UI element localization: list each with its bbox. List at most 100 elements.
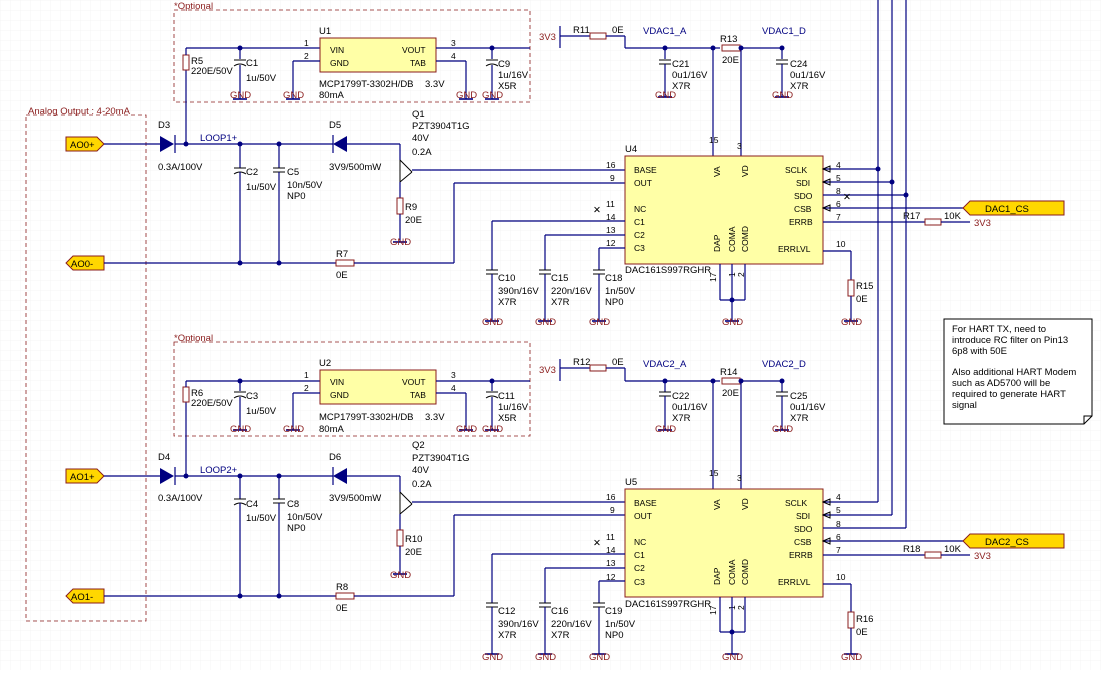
- c21-value: 0u1/16V: [672, 70, 708, 81]
- d3-value: 0.3A/100V: [158, 162, 203, 173]
- c24-ref: C24: [790, 59, 807, 70]
- d5-ref: D5: [329, 120, 341, 131]
- port-ao1-plus-label: AO1+: [70, 472, 95, 483]
- u5-pin-sclk: SCLK: [785, 498, 808, 508]
- r10-ref: R10: [405, 534, 422, 545]
- port-ao0-plus-label: AO0+: [70, 140, 95, 151]
- c1-value: 1u/50V: [246, 73, 277, 84]
- gnd-c15: GND: [535, 317, 556, 328]
- u5-n12: 12: [606, 572, 616, 582]
- u4-n7: 7: [836, 212, 841, 222]
- port-ao0-plus[interactable]: [65, 136, 105, 152]
- c19-dielectric: NP0: [605, 630, 623, 641]
- gnd-c12: GND: [482, 652, 503, 663]
- u4-pin-sdo: SDO: [794, 191, 813, 201]
- u5-pin-out: OUT: [634, 511, 652, 521]
- gnd-c11: GND: [482, 424, 503, 435]
- u4-n17: 17: [708, 272, 718, 282]
- c16-ref: C16: [551, 606, 568, 617]
- r16-ref: R16: [856, 614, 873, 625]
- u5-n7: 7: [836, 545, 841, 555]
- gnd-u4: GND: [722, 317, 743, 328]
- gnd-c19: GND: [589, 652, 610, 663]
- u1-vout: 3.3V: [425, 79, 445, 90]
- regulator-u1: [319, 37, 437, 73]
- port-dac2-cs[interactable]: [962, 533, 1065, 549]
- gnd-u1: GND: [283, 90, 304, 101]
- port-dac1-cs-label: DAC1_CS: [985, 204, 1029, 215]
- u4-sdo-no-connect: ✕: [843, 192, 851, 203]
- c25-dielectric: X7R: [790, 413, 809, 424]
- r7-ref: R7: [336, 249, 348, 260]
- u5-pin-comd: COMD: [740, 559, 750, 585]
- u1-pin-vout: VOUT: [402, 45, 426, 55]
- gnd-c21: GND: [655, 90, 676, 101]
- c15-value: 220n/16V: [551, 286, 592, 297]
- u4-pin-coma: COMA: [727, 226, 737, 252]
- c12-value: 390n/16V: [498, 619, 539, 630]
- zener-d6: D6 3V9/500mW: [329, 452, 381, 504]
- r14-ref: R14: [720, 367, 737, 378]
- r12-value: 0E: [612, 357, 624, 368]
- gnd-u5: GND: [722, 652, 743, 663]
- u4-pin-c3: C3: [634, 243, 645, 253]
- u4-pin-dap: DAP: [712, 234, 722, 252]
- port-ao0-minus[interactable]: AO0-: [71, 259, 93, 270]
- c8-dielectric: NP0: [287, 523, 305, 534]
- q2-part: PZT3904T1G: [412, 453, 470, 464]
- u4-pin-c1: C1: [634, 217, 645, 227]
- c22-dielectric: X7R: [672, 413, 691, 424]
- port-dac1-cs[interactable]: [962, 200, 1065, 216]
- c19-ref: C19: [605, 606, 622, 617]
- u4-nc-marker: ✕: [593, 205, 601, 216]
- c11-value: 1u/16V: [498, 402, 529, 413]
- gnd-u2: GND: [283, 424, 304, 435]
- u5-n15: 15: [709, 468, 719, 478]
- u1-pin-tab: TAB: [410, 58, 426, 68]
- net-loop2: LOOP2+: [200, 465, 238, 476]
- port-ao1-minus[interactable]: AO1-: [71, 592, 93, 603]
- note-line-2: introduce RC filter on Pin13: [952, 335, 1068, 346]
- net-vdac1-d: VDAC1_D: [762, 26, 806, 37]
- d6-value: 3V9/500mW: [329, 493, 381, 504]
- u5-pin-coma: COMA: [727, 559, 737, 585]
- u5-n9: 9: [610, 505, 615, 515]
- c18-value: 1n/50V: [605, 286, 636, 297]
- r5-value: 220E/50V: [191, 66, 233, 77]
- u5-pin-errb: ERRB: [789, 550, 813, 560]
- gnd-c10: GND: [482, 317, 503, 328]
- u4-pin-nc: NC: [634, 204, 646, 214]
- u4-pin-errb: ERRB: [789, 217, 813, 227]
- c3-value: 1u/50V: [246, 406, 277, 417]
- c8-value: 10n/50V: [287, 512, 323, 523]
- q2-ref: Q2: [412, 440, 425, 451]
- c22-value: 0u1/16V: [672, 402, 708, 413]
- u4-n2: 2: [736, 272, 746, 277]
- c4-ref: C4: [246, 499, 258, 510]
- u4-pin-base: BASE: [634, 165, 657, 175]
- u4-n9: 9: [610, 173, 615, 183]
- u4-pin-errlvl: ERRLVL: [778, 244, 811, 254]
- d3-ref: D3: [158, 120, 170, 131]
- c5-ref: C5: [287, 167, 299, 178]
- c12-dielectric: X7R: [498, 630, 517, 641]
- u4-n15: 15: [709, 135, 719, 145]
- r12-ref: R12: [573, 357, 590, 368]
- port-ao1-plus[interactable]: [65, 468, 105, 484]
- c16-value: 220n/16V: [551, 619, 592, 630]
- u2-vout: 3.3V: [425, 412, 445, 423]
- note-line-7: signal: [952, 400, 977, 411]
- d6-ref: D6: [329, 452, 341, 463]
- gnd-r15: GND: [841, 317, 862, 328]
- u2-pin1: 1: [304, 370, 309, 380]
- c24-dielectric: X7R: [790, 81, 809, 92]
- q1-i: 0.2A: [412, 147, 432, 158]
- u4-n16: 16: [606, 160, 616, 170]
- gnd-r9: GND: [390, 237, 411, 248]
- q2-i: 0.2A: [412, 479, 432, 490]
- u5-pin-dap: DAP: [712, 567, 722, 585]
- c10-value: 390n/16V: [498, 286, 539, 297]
- r17-value: 10K: [944, 211, 962, 222]
